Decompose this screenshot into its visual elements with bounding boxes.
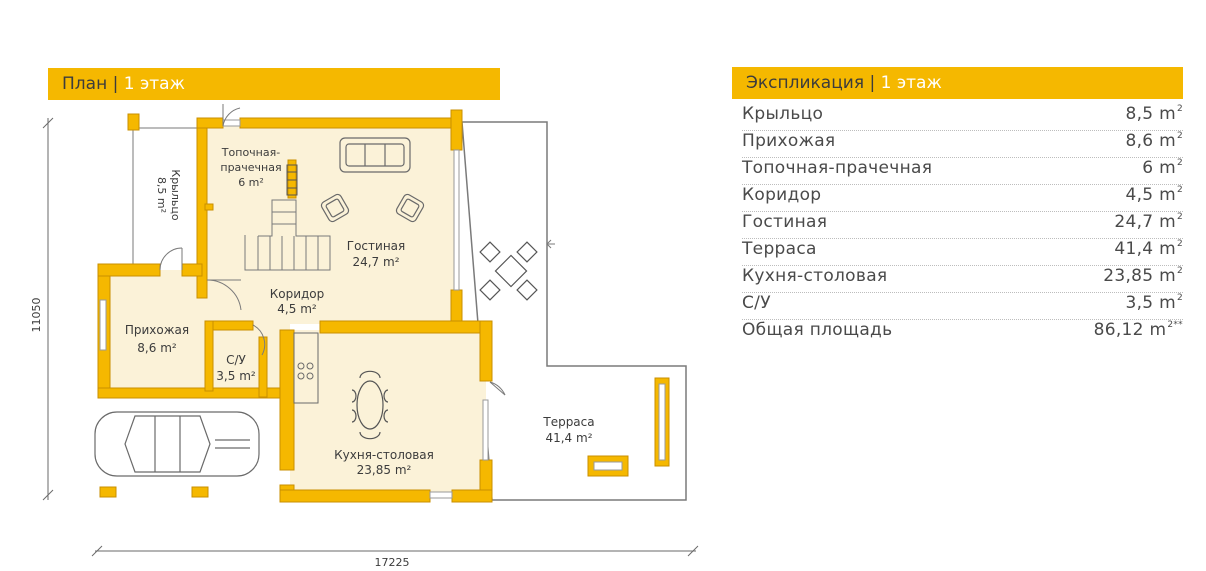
hall-area-label: 8,6 m² <box>137 341 177 355</box>
boiler-unit <box>286 164 298 196</box>
explication-header-floor: 1 этаж <box>880 73 942 93</box>
explication-row: Прихожая 8,6 m2 <box>742 131 1183 158</box>
room-area: 8,6 m2 <box>1125 131 1183 151</box>
total-name: Общая площадь <box>742 320 893 340</box>
floor-fill <box>105 124 486 496</box>
porch-area-label: 8,5 m² <box>155 177 168 213</box>
room-name: Коридор <box>742 185 822 205</box>
plan-header-floor: 1 этаж <box>123 74 185 94</box>
explication-row: Терраса 41,4 m2 <box>742 239 1183 266</box>
terrace-area-label: 41,4 m² <box>545 431 592 445</box>
room-name: Крыльцо <box>742 104 824 124</box>
explication-row: Крыльцо 8,5 m2 <box>742 104 1183 131</box>
width-dimension-label: 17225 <box>375 556 410 569</box>
explication-header-label: Экспликация | <box>746 73 876 93</box>
explication-row: Кухня-столовая 23,85 m2 <box>742 266 1183 293</box>
hall-label: Прихожая <box>125 323 189 337</box>
corridor-label: Коридор <box>270 287 325 301</box>
boiler-area-label: 6 m² <box>238 176 264 189</box>
corridor-area-label: 4,5 m² <box>277 302 317 316</box>
terrace-label: Терраса <box>542 415 594 429</box>
living-label: Гостиная <box>347 239 405 253</box>
explication-table: Крыльцо 8,5 m2 Прихожая 8,6 m2 Топочная-… <box>742 104 1183 346</box>
room-area: 24,7 m2 <box>1114 212 1183 232</box>
sofa-icon <box>339 137 411 173</box>
room-area: 6 m2 <box>1142 158 1183 178</box>
armchair-icon <box>395 193 425 223</box>
terrace-bench <box>587 377 670 477</box>
kitchen-counter <box>293 332 319 404</box>
room-area: 23,85 m2 <box>1103 266 1183 286</box>
room-area: 3,5 m2 <box>1125 293 1183 313</box>
explication-row: Коридор 4,5 m2 <box>742 185 1183 212</box>
doors <box>159 104 506 396</box>
windows <box>99 119 489 499</box>
terrace-arrow <box>546 239 555 249</box>
porch-outline <box>132 127 198 268</box>
room-area: 41,4 m2 <box>1114 239 1183 259</box>
height-dimension <box>42 117 54 501</box>
terrace-table-icon <box>479 241 538 301</box>
porch-label: Крыльцо <box>169 169 182 220</box>
garage-posts <box>99 486 209 498</box>
living-area-label: 24,7 m² <box>352 255 399 269</box>
stairs <box>244 199 331 271</box>
room-name: Топочная-прачечная <box>742 158 933 178</box>
plan-header-label: План | <box>62 74 119 94</box>
dining-table-icon <box>351 370 389 440</box>
room-name: Кухня-столовая <box>742 266 888 286</box>
explication-header: Экспликация | 1 этаж <box>732 67 1183 99</box>
walls <box>97 109 493 503</box>
explication-total-row: Общая площадь 86,12 m2** <box>742 320 1183 346</box>
plan-header: План | 1 этаж <box>48 68 500 100</box>
room-name: Гостиная <box>742 212 828 232</box>
room-area: 8,5 m2 <box>1125 104 1183 124</box>
kitchen-label: Кухня-столовая <box>334 448 434 462</box>
wc-label: С/У <box>226 353 246 367</box>
boiler-label-line2: прачечная <box>220 161 281 174</box>
total-area: 86,12 m2** <box>1093 320 1183 340</box>
explication-row: Гостиная 24,7 m2 <box>742 212 1183 239</box>
room-name: Терраса <box>742 239 817 259</box>
width-dimension <box>91 545 699 557</box>
explication-row: Топочная-прачечная 6 m2 <box>742 158 1183 185</box>
armchair-icon <box>320 193 350 223</box>
boiler-label-line1: Топочная- <box>221 146 280 159</box>
car-icon <box>94 411 260 477</box>
room-name: Прихожая <box>742 131 836 151</box>
kitchen-area-label: 23,85 m² <box>357 463 412 477</box>
height-dimension-label: 11050 <box>30 298 43 333</box>
room-area: 4,5 m2 <box>1125 185 1183 205</box>
room-name: С/У <box>742 293 771 313</box>
wc-area-label: 3,5 m² <box>216 369 256 383</box>
explication-row: С/У 3,5 m2 <box>742 293 1183 320</box>
